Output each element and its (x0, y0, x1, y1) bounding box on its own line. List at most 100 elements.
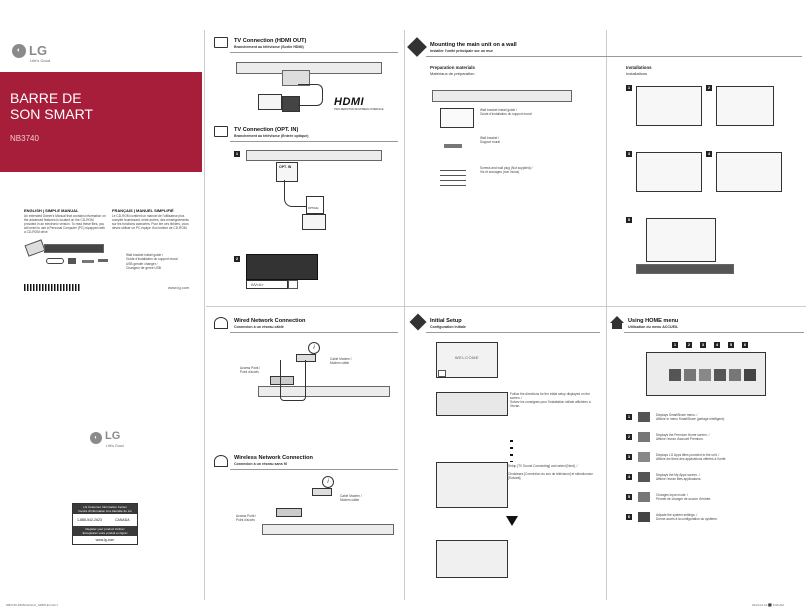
acc-label-3: USB gender changer / (126, 262, 158, 266)
cic-title-2: Centre d'information à la clientèle de L… (78, 509, 132, 513)
cic-reg-2: Enregistrez votre produit en ligne! (82, 531, 128, 535)
screws-label-fr: Vis et ancrages (non inclus) (480, 170, 520, 174)
wireless-modem (312, 488, 332, 496)
input-icon (638, 492, 650, 502)
divider-v1 (204, 30, 205, 600)
mount-soundbar (432, 90, 572, 102)
wired-cable (280, 360, 306, 401)
cic-phone: 1-888-542-2623 (77, 518, 102, 522)
home-item-fr-3: Affiche les titres des applications offe… (656, 457, 727, 461)
lg-logo-icon: ◐ (12, 44, 26, 58)
install-step-1: 1 (626, 85, 632, 91)
cic-reg-1: Register your product Online! (85, 527, 125, 531)
optical-subtitle: Branchement au téléviseur (Entrée optiqu… (234, 134, 309, 138)
premium-icon (638, 432, 650, 442)
optical-step-2: 2 (234, 256, 240, 262)
brand-tagline-bottom: Life's Good (106, 444, 124, 448)
welcome-ok-icon (438, 370, 446, 377)
hdmi-subtitle: Branchement au téléviseur (Sortie HDMI) (234, 45, 304, 49)
hdmi-port-panel (282, 70, 310, 86)
wired-ap-label-fr: Point d'accès (240, 370, 259, 374)
optical-menu-screen (246, 254, 318, 280)
install-detail-2 (716, 86, 774, 126)
tv-icon (214, 37, 228, 48)
home-tile-5[interactable] (729, 369, 741, 381)
home-step-6: 6 (742, 342, 748, 348)
brand-name: LG (29, 43, 48, 58)
guide-label-fr: Guide d'installation du support mural (480, 112, 532, 116)
cover-band: BARRE DE SON SMART NB3740 (0, 72, 202, 172)
home-title: Using HOME menu (628, 318, 679, 324)
wired-title: Wired Network Connection (234, 318, 306, 324)
wireless-ap-label: Access Point / (236, 514, 257, 518)
setup-text-fr: Choisissez [Connexion du son de télévise… (508, 472, 593, 480)
mount-title: Mounting the main unit on a wall (430, 42, 517, 48)
lg-apps-icon (638, 452, 650, 462)
home-item-num-4: 4 (626, 474, 632, 480)
home-item-num-3: 3 (626, 454, 632, 460)
cic-country: CANADA (115, 518, 130, 522)
home-item-fr-2: Affiche l'écran d'accueil Premium. (656, 437, 704, 441)
home-tile-4[interactable] (714, 369, 726, 381)
divider-v2 (404, 30, 405, 600)
home-step-5: 5 (728, 342, 734, 348)
wireless-rule (230, 469, 398, 470)
home-tile-2[interactable] (684, 369, 696, 381)
brand-tagline: Life's Good (30, 58, 51, 63)
wired-ap-label: Access Point / (240, 366, 261, 370)
smartshare-icon (638, 412, 650, 422)
acc-label-2: Guide d'installation du support mural (126, 257, 178, 261)
home-menu-screen (646, 352, 766, 396)
wired-modem (296, 354, 316, 362)
install-tv-3 (636, 152, 702, 192)
follow-text: Follow the directions for the initial se… (510, 392, 590, 400)
optical-remote-bar: /\/\/<\/> (246, 280, 288, 289)
home-tile-1[interactable] (669, 369, 681, 381)
screws-icon (440, 170, 466, 188)
home-icon-body (612, 323, 622, 329)
cic-reg-bar: Register your product Online! Enregistre… (73, 526, 137, 536)
optical-step-1: 1 (234, 151, 240, 157)
home-item-en-3: Displays LG Apps titles provided to the … (656, 453, 720, 457)
brand-name-bottom: LG (105, 430, 121, 442)
home-tile-3[interactable] (699, 369, 711, 381)
install-heading: Installations (626, 65, 652, 70)
install-tv-4 (716, 152, 782, 192)
home-subtitle: Utilisation du menu ACCUEIL (628, 325, 679, 329)
barcode (24, 284, 80, 291)
wireless-ap-label-fr: Point d'accès (236, 518, 255, 522)
home-step-1: 1 (672, 342, 678, 348)
hdmi-cable (298, 84, 323, 106)
cover-title-1: BARRE DE (10, 90, 82, 106)
home-item-fr-6: Donne accès à la configuration du systèm… (656, 517, 718, 521)
down-arrow-icon (506, 516, 518, 526)
screws-label: Screws and wall plug (Not supplied) / (480, 166, 533, 170)
wired-subtitle: Connexion à un réseau câblé (234, 325, 284, 329)
setup-screen-4 (436, 540, 508, 578)
mount-rule (426, 56, 802, 57)
bracket-icon (82, 260, 94, 263)
wired-rule (230, 332, 398, 333)
lg-logo-bottom-icon: ◐ (90, 432, 102, 444)
home-item-en-4: Displays the My Apps screen. / (656, 473, 700, 477)
home-icon (610, 316, 624, 323)
follow-text-fr: Suivez les consignes pour l'installation… (510, 400, 591, 408)
optical-rule (230, 141, 398, 142)
home-tile-6[interactable] (744, 369, 756, 381)
cable-icon (46, 258, 64, 264)
bracket-label: Wall bracket / (480, 136, 500, 140)
install-tv-1 (636, 86, 702, 126)
wireless-title: Wireless Network Connection (234, 455, 313, 461)
hdmi-tv-icon (258, 94, 282, 110)
cover-title-2: SON SMART (10, 106, 93, 122)
mount-subtitle: Installer l'unité principale sur un mur (430, 49, 493, 53)
wired-modem-label-fr: Modem câble (330, 361, 350, 365)
home-item-en-5: Changes input mode. / (656, 493, 689, 497)
customer-info-box: LG Customer Information Center Centre d'… (72, 503, 138, 545)
fr-heading: FRANÇAIS | MANUEL SIMPLIFIÉ (112, 208, 174, 213)
home-step-2: 2 (686, 342, 692, 348)
home-step-3: 3 (700, 342, 706, 348)
my-apps-icon (638, 472, 650, 482)
welcome-text: WELCOME (454, 355, 480, 360)
wireless-router (276, 508, 302, 517)
